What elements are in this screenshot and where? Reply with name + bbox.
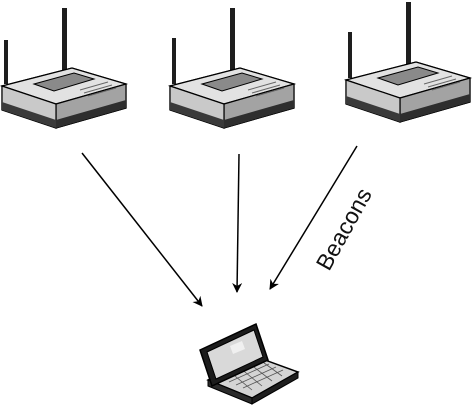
beacon-arrow-left [81,152,203,307]
beacon-arrow-middle [232,153,243,293]
access-point-right [343,2,473,123]
access-point-left [0,8,129,129]
access-point-middle [167,8,297,129]
beacon-arrow-right [269,145,358,290]
beacons-label: Beacons [311,184,377,275]
laptop [199,322,300,405]
